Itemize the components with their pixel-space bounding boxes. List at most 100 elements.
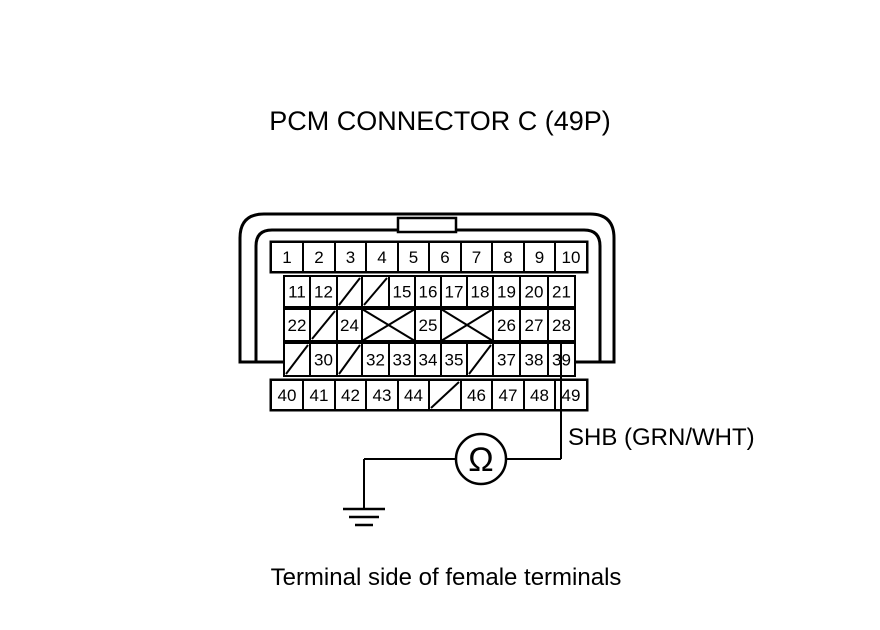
- svg-text:3: 3: [346, 248, 355, 267]
- housing-inner: [254, 228, 602, 364]
- svg-text:27: 27: [525, 316, 544, 335]
- svg-text:20: 20: [525, 283, 544, 302]
- terminal-9: 9: [523, 241, 556, 273]
- svg-text:12: 12: [314, 283, 333, 302]
- terminal-33: 33: [388, 342, 416, 377]
- terminal-blank: [361, 308, 416, 342]
- terminal-blank: [336, 275, 363, 308]
- terminal-6: 6: [428, 241, 462, 273]
- terminal-11: 11: [283, 275, 311, 308]
- terminal-1: 1: [270, 241, 304, 273]
- terminal-17: 17: [440, 275, 468, 308]
- terminal-blank: [361, 275, 390, 308]
- terminal-blank: [309, 308, 338, 342]
- svg-text:9: 9: [535, 248, 544, 267]
- svg-text:40: 40: [278, 386, 297, 405]
- terminal-48: 48: [523, 379, 556, 411]
- svg-text:41: 41: [310, 386, 329, 405]
- terminal-38: 38: [519, 342, 549, 377]
- svg-text:17: 17: [445, 283, 464, 302]
- svg-text:8: 8: [503, 248, 512, 267]
- terminal-28: 28: [547, 308, 576, 342]
- terminal-3: 3: [334, 241, 367, 273]
- svg-text:5: 5: [409, 248, 418, 267]
- housing-outer: [238, 212, 616, 364]
- housing-latch: [396, 216, 458, 234]
- svg-text:47: 47: [499, 386, 518, 405]
- terminal-24: 24: [336, 308, 363, 342]
- terminal-2: 2: [302, 241, 336, 273]
- terminal-30: 30: [309, 342, 338, 377]
- terminal-49: 49: [554, 379, 588, 411]
- terminal-42: 42: [334, 379, 367, 411]
- terminal-27: 27: [519, 308, 549, 342]
- terminal-5: 5: [397, 241, 430, 273]
- terminal-15: 15: [388, 275, 416, 308]
- svg-text:49: 49: [562, 386, 581, 405]
- svg-text:7: 7: [472, 248, 481, 267]
- svg-text:34: 34: [419, 351, 438, 370]
- svg-text:38: 38: [525, 351, 544, 370]
- svg-text:37: 37: [497, 351, 516, 370]
- terminal-16: 16: [414, 275, 442, 308]
- svg-text:25: 25: [419, 316, 438, 335]
- ground-icon: [343, 507, 385, 527]
- svg-text:43: 43: [373, 386, 392, 405]
- svg-text:22: 22: [288, 316, 307, 335]
- svg-text:4: 4: [377, 248, 386, 267]
- svg-text:18: 18: [471, 283, 490, 302]
- terminal-19: 19: [492, 275, 521, 308]
- svg-text:15: 15: [393, 283, 412, 302]
- terminal-20: 20: [519, 275, 549, 308]
- svg-text:10: 10: [562, 248, 581, 267]
- terminal-41: 41: [302, 379, 336, 411]
- svg-text:48: 48: [530, 386, 549, 405]
- terminal-10: 10: [554, 241, 588, 273]
- svg-text:21: 21: [552, 283, 571, 302]
- ohm-symbol: Ω: [468, 441, 493, 479]
- terminal-blank: [466, 342, 494, 377]
- svg-text:30: 30: [314, 351, 333, 370]
- terminal-4: 4: [365, 241, 399, 273]
- terminal-12: 12: [309, 275, 338, 308]
- terminal-blank: [428, 379, 462, 411]
- terminal-32: 32: [361, 342, 390, 377]
- terminal-44: 44: [397, 379, 430, 411]
- svg-text:42: 42: [341, 386, 360, 405]
- terminal-blank: [336, 342, 363, 377]
- terminal-40: 40: [270, 379, 304, 411]
- terminal-34: 34: [414, 342, 442, 377]
- terminal-25: 25: [414, 308, 442, 342]
- test-circuit: [343, 340, 562, 527]
- svg-text:46: 46: [467, 386, 486, 405]
- svg-text:2: 2: [314, 248, 323, 267]
- svg-text:28: 28: [552, 316, 571, 335]
- terminal-blank: [283, 342, 311, 377]
- terminal-46: 46: [460, 379, 493, 411]
- svg-text:24: 24: [340, 316, 359, 335]
- terminal-18: 18: [466, 275, 494, 308]
- svg-text:19: 19: [497, 283, 516, 302]
- svg-text:26: 26: [497, 316, 516, 335]
- svg-text:11: 11: [288, 283, 306, 302]
- terminal-blank: [440, 308, 494, 342]
- terminal-37: 37: [492, 342, 521, 377]
- terminal-7: 7: [460, 241, 493, 273]
- terminal-26: 26: [492, 308, 521, 342]
- terminal-47: 47: [491, 379, 525, 411]
- svg-text:33: 33: [393, 351, 412, 370]
- svg-text:6: 6: [440, 248, 449, 267]
- svg-text:1: 1: [282, 248, 291, 267]
- svg-text:32: 32: [366, 351, 385, 370]
- terminal-22: 22: [283, 308, 311, 342]
- svg-text:35: 35: [445, 351, 464, 370]
- diagram-caption: Terminal side of female terminals: [271, 564, 622, 591]
- terminal-8: 8: [491, 241, 525, 273]
- diagram-title: PCM CONNECTOR C (49P): [269, 106, 611, 136]
- svg-text:44: 44: [404, 386, 423, 405]
- svg-text:16: 16: [419, 283, 438, 302]
- terminal-21: 21: [547, 275, 576, 308]
